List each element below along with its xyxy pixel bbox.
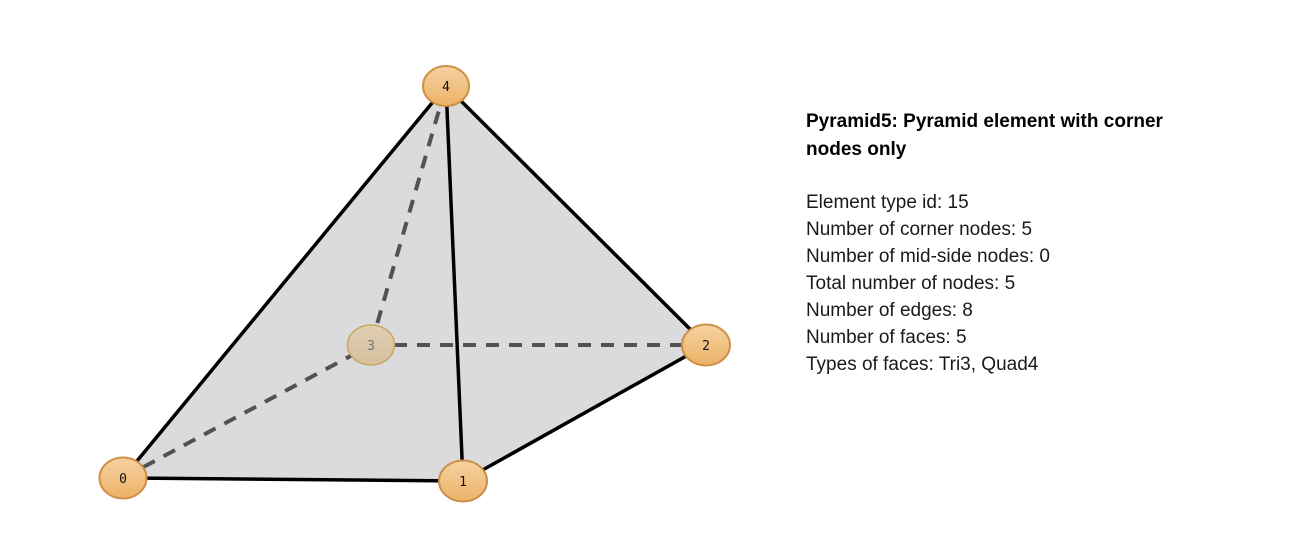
property-corner-nodes: Number of corner nodes: 5 <box>806 219 1033 240</box>
pyramid-faces <box>123 86 706 481</box>
node-4-label: 4 <box>442 80 450 95</box>
node-1 <box>438 459 488 503</box>
edge-0-3-hidden <box>122 343 372 480</box>
node-0-label: 0 <box>119 472 127 487</box>
node-0 <box>98 456 148 500</box>
node-4 <box>422 65 470 107</box>
property-element-type-id: Element type id: 15 <box>806 192 969 213</box>
element-title-line2: nodes only <box>806 139 907 160</box>
edge-1-4 <box>444 84 465 483</box>
node-2-label: 2 <box>702 339 710 354</box>
property-edges: Number of edges: 8 <box>806 300 973 321</box>
property-midside-nodes: Number of mid-side nodes: 0 <box>806 246 1050 267</box>
node-3-label: 3 <box>367 339 375 354</box>
element-properties: Element type id: 15 Number of corner nod… <box>806 189 1206 378</box>
node-3 <box>346 324 396 366</box>
element-title: Pyramid5: Pyramid element with corner no… <box>806 108 1206 164</box>
property-face-types: Types of faces: Tri3, Quad4 <box>806 354 1039 375</box>
element-title-line1: Pyramid5: Pyramid element with corner <box>806 111 1163 132</box>
node-2 <box>681 323 731 367</box>
edge-0-4 <box>121 84 448 480</box>
property-faces: Number of faces: 5 <box>806 327 967 348</box>
edge-1-2 <box>461 343 708 483</box>
edge-2-4 <box>444 84 708 347</box>
pyramid-diagram: 3 0 1 2 4 <box>98 65 731 503</box>
edge-0-1 <box>121 476 465 483</box>
element-description: Pyramid5: Pyramid element with corner no… <box>806 108 1206 378</box>
node-1-label: 1 <box>459 475 467 490</box>
property-total-nodes: Total number of nodes: 5 <box>806 273 1016 294</box>
